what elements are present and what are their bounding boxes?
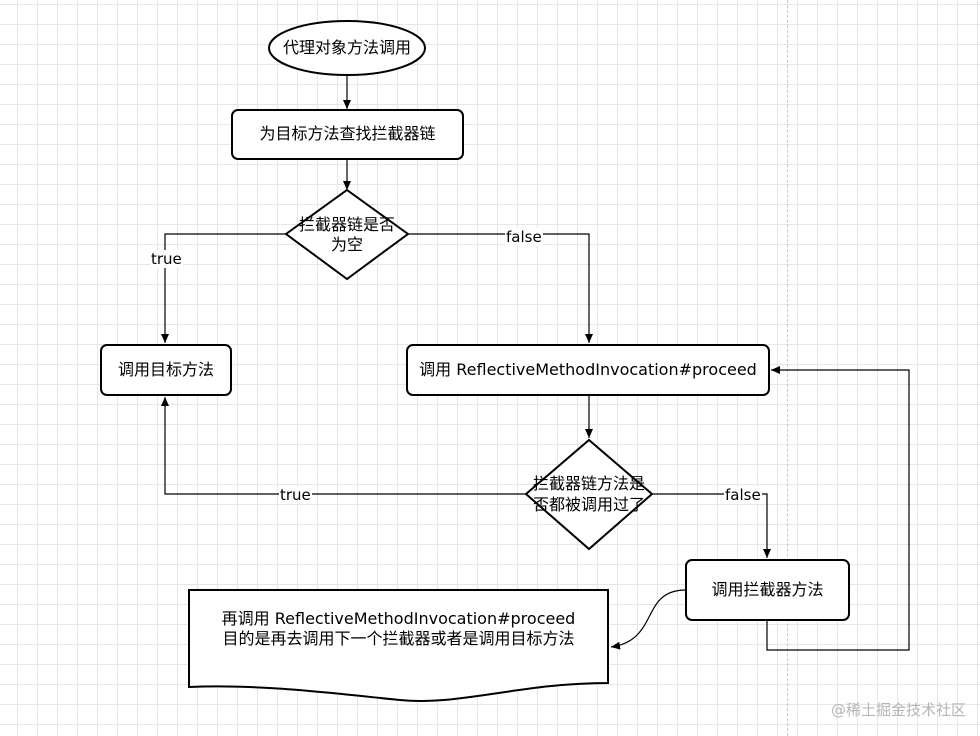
- all-called-label-line2: 否都被调用过了: [532, 495, 645, 514]
- call-proceed-label: 调用 ReflectiveMethodInvocation#proceed: [419, 360, 757, 379]
- chain-empty-decision: [284, 188, 410, 281]
- start-label: 代理对象方法调用: [282, 38, 411, 57]
- all-called-decision: [524, 438, 654, 551]
- page-boundary-guide: [787, 0, 788, 736]
- start-terminator: [268, 20, 426, 76]
- note-document-shape: [188, 589, 609, 702]
- call-target-label: 调用目标方法: [117, 360, 214, 379]
- edge-label-empty-false: false: [505, 228, 543, 246]
- chain-empty-label-line2: 为空: [330, 235, 363, 254]
- edge-note-curve: [610, 589, 687, 650]
- edge-label-empty-true: true: [150, 250, 183, 268]
- call-proceed-box: [406, 344, 770, 396]
- edge-called-true: [161, 397, 526, 495]
- find-chain-label: 为目标方法查找拦截器链: [259, 124, 436, 143]
- call-interceptor-label: 调用拦截器方法: [711, 580, 824, 599]
- chain-empty-label-line1: 拦截器链是否: [298, 215, 395, 234]
- note-label-line2: 目的是再去调用下一个拦截器或者是调用目标方法: [222, 629, 575, 648]
- all-called-label-line1: 拦截器链方法是: [532, 474, 645, 493]
- edge-label-called-true: true: [279, 486, 312, 504]
- edge-loop-back: [766, 366, 910, 651]
- edge-empty-false: [408, 233, 593, 343]
- edge-called-false: [652, 493, 771, 558]
- edge-empty-true: [161, 233, 286, 343]
- find-chain-box: [231, 109, 464, 160]
- edge-label-called-false: false: [724, 486, 762, 504]
- call-interceptor-box: [685, 559, 850, 621]
- watermark: @稀土掘金技术社区: [830, 701, 966, 719]
- call-target-box: [100, 344, 232, 396]
- note-label-line1: 再调用 ReflectiveMethodInvocation#proceed: [221, 609, 576, 628]
